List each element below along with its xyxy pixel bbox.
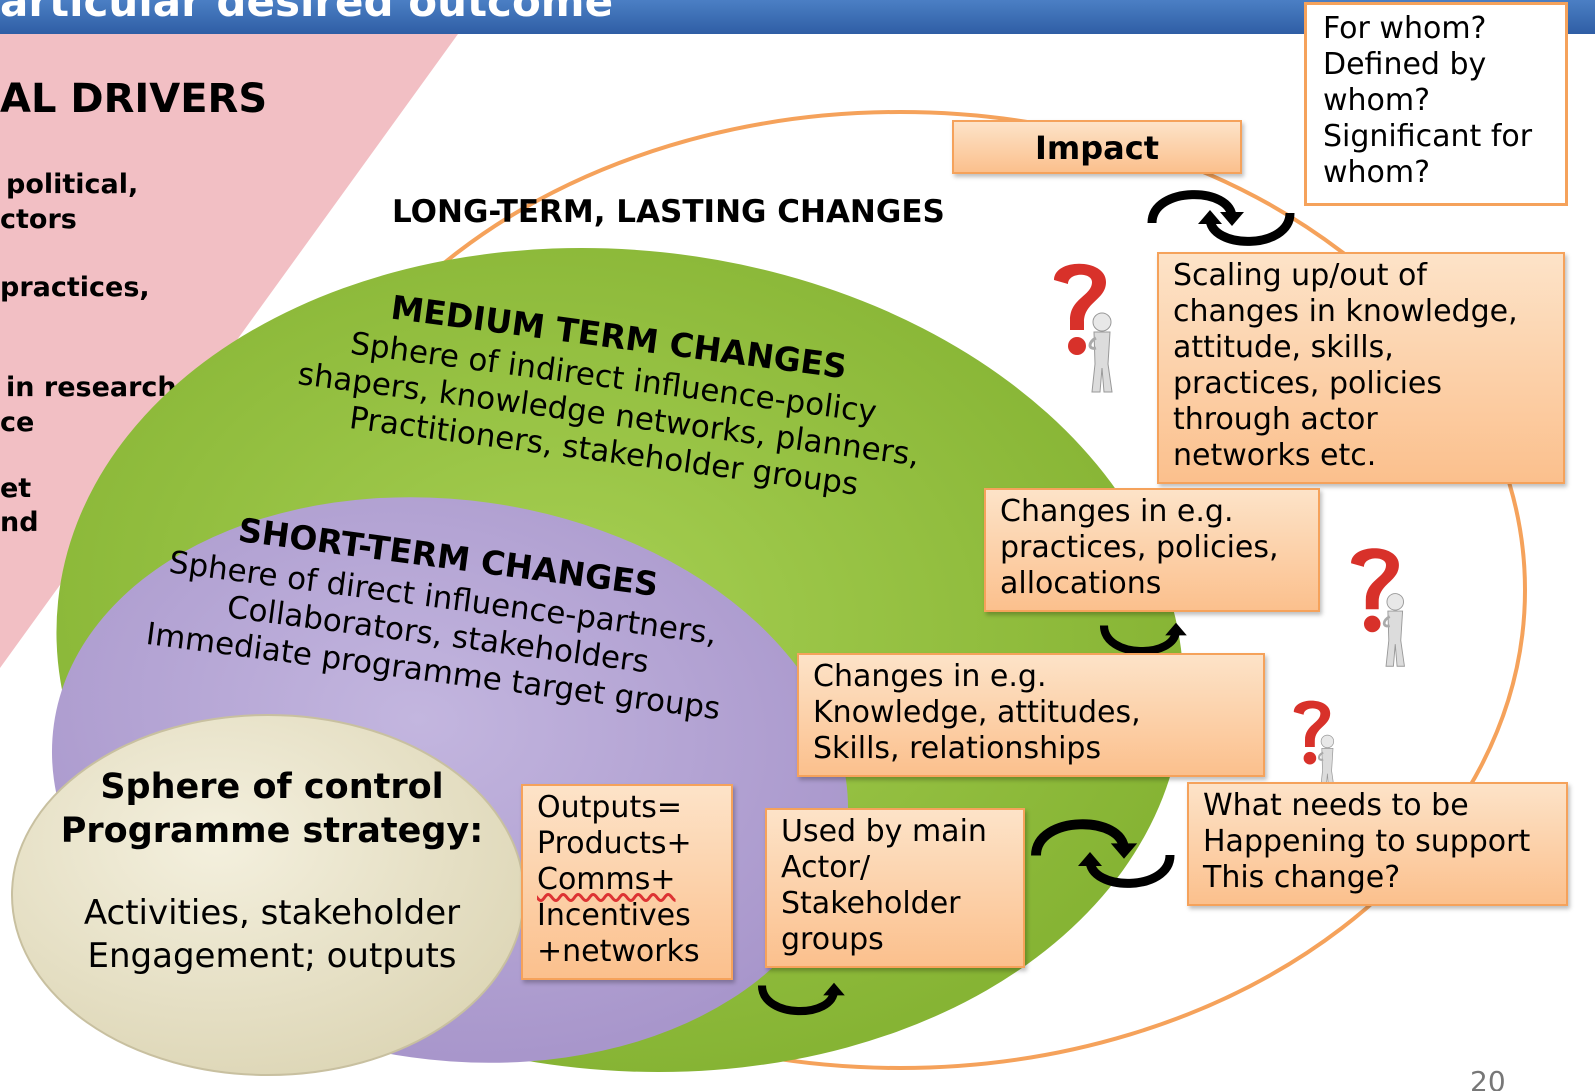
knowledge-line: Skills, relationships: [813, 731, 1102, 766]
driver-item: practices,: [0, 272, 150, 303]
outputs-line: Outputs=: [537, 790, 682, 825]
driver-item: nd: [0, 507, 39, 538]
outputs-box: Outputs= Products+ Comms+ Incentives +ne…: [521, 784, 733, 980]
for-whom-line: Significant for: [1323, 119, 1533, 154]
long-term-title: LONG-TERM, LASTING CHANGES: [392, 194, 945, 230]
impact-label: Impact: [1034, 129, 1159, 167]
control-title: Programme strategy:: [61, 811, 484, 851]
scaling-box: Scaling up/out of changes in knowledge, …: [1157, 252, 1565, 484]
knowledge-line: Knowledge, attitudes,: [813, 695, 1141, 730]
practices-line: Changes in e.g.: [1000, 494, 1234, 529]
knowledge-line: Changes in e.g.: [813, 659, 1047, 694]
practices-change-box: Changes in e.g. practices, policies, all…: [984, 488, 1320, 612]
control-title: Sphere of control: [100, 767, 443, 807]
outputs-line: Incentives: [537, 898, 691, 933]
for-whom-line: For whom?: [1323, 11, 1487, 46]
scaling-line: practices, policies: [1173, 366, 1442, 401]
used-by-box: Used by main Actor/ Stakeholder groups: [765, 808, 1025, 968]
driver-item: et: [0, 473, 31, 504]
knowledge-change-box: Changes in e.g. Knowledge, attitudes, Sk…: [797, 653, 1265, 777]
question-figure-icon: [1349, 546, 1406, 668]
for-whom-line: Defined by: [1323, 47, 1487, 82]
scaling-line: changes in knowledge,: [1173, 294, 1518, 329]
what-needs-line: This change?: [1203, 860, 1401, 895]
driver-item: in research,: [6, 372, 187, 403]
impact-box: Impact: [952, 120, 1242, 174]
driver-item: political,: [6, 169, 138, 200]
question-figure-icon: [1292, 699, 1336, 792]
scaling-line: networks etc.: [1173, 438, 1377, 473]
control-line: Activities, stakeholder: [84, 893, 460, 933]
practices-line: practices, policies,: [1000, 530, 1279, 565]
used-by-line: groups: [781, 922, 884, 957]
what-needs-line: Happening to support: [1203, 824, 1531, 859]
cycle-arrow-icon: [1198, 210, 1290, 241]
used-by-line: Actor/: [781, 850, 871, 885]
practices-line: allocations: [1000, 566, 1162, 601]
for-whom-line: whom?: [1323, 155, 1431, 190]
for-whom-box: For whom? Defined by whom? Significant f…: [1304, 2, 1568, 206]
used-by-line: Used by main: [781, 814, 987, 849]
page-number: 20: [1470, 1065, 1506, 1091]
used-by-line: Stakeholder: [781, 886, 961, 921]
scaling-line: attitude, skills,: [1173, 330, 1394, 365]
driver-item: ce: [0, 407, 34, 438]
driver-item: ctors: [0, 204, 77, 235]
control-line: Engagement; outputs: [88, 936, 457, 976]
what-needs-line: What needs to be: [1203, 788, 1469, 823]
what-needs-box: What needs to be Happening to support Th…: [1187, 782, 1568, 906]
scaling-line: through actor: [1173, 402, 1378, 437]
question-figure-icon: [1052, 262, 1114, 394]
for-whom-line: whom?: [1323, 83, 1431, 118]
outputs-line: Comms+: [537, 862, 676, 897]
scaling-line: Scaling up/out of: [1173, 258, 1427, 293]
outputs-line: Products+: [537, 826, 692, 861]
drivers-heading: AL DRIVERS: [0, 76, 267, 122]
cycle-arrow-icon: [1152, 195, 1244, 226]
header-title: articular desired outcome: [0, 0, 613, 26]
outputs-line: +networks: [537, 934, 700, 969]
